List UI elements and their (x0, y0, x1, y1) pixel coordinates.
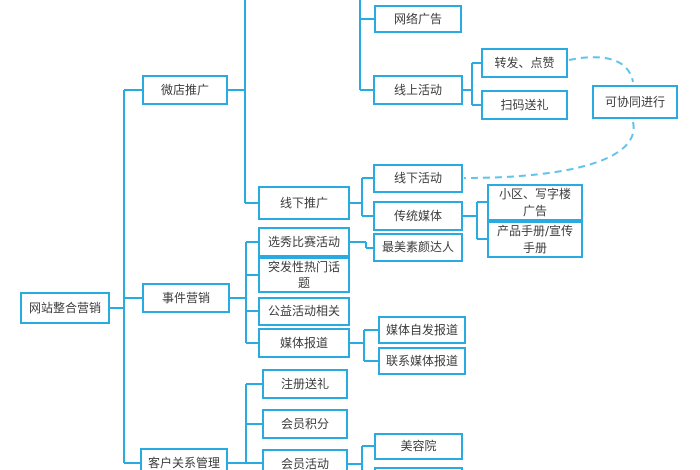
node-zhuce-songli[interactable]: 注册送礼 (262, 369, 348, 399)
node-zuimei-suyan[interactable]: 最美素颜达人 (373, 233, 463, 262)
connector-meiti-trunk (350, 329, 378, 362)
connector-kehu-trunk (228, 383, 262, 464)
node-cutoff-bottom[interactable] (374, 467, 463, 470)
connector-chuantong-trunk (463, 201, 487, 240)
connector-huiyuan-trunk (348, 445, 374, 470)
node-root[interactable]: 网站整合营销 (20, 292, 110, 324)
connector-xianxia-trunk (350, 177, 373, 217)
node-weidian-tuiguang[interactable]: 微店推广 (142, 75, 228, 105)
connector-xuanxiu-child (350, 241, 373, 249)
node-gongyi-huodong[interactable]: 公益活动相关 (258, 297, 350, 326)
node-huiyuan-jifen[interactable]: 会员积分 (262, 409, 348, 439)
node-meiti-baodao[interactable]: 媒体报道 (258, 328, 350, 358)
node-chanpin-shouce[interactable]: 产品手册/宣传手册 (487, 221, 583, 258)
node-xianxia-huodong[interactable]: 线下活动 (373, 164, 463, 193)
node-zhuanfa-dianzan[interactable]: 转发、点赞 (481, 48, 568, 78)
node-wangluo-guanggao[interactable]: 网络广告 (374, 5, 462, 33)
connector-online-trunk (359, 0, 374, 91)
node-meirongyuan[interactable]: 美容院 (374, 433, 463, 460)
connector-xianshang-trunk (463, 62, 481, 106)
connector-shijian-trunk (230, 241, 258, 344)
node-kexietong-jinxing[interactable]: 可协同进行 (592, 85, 678, 119)
node-lianxi-meiti-baodao[interactable]: 联系媒体报道 (378, 347, 466, 375)
connector-weidian-trunk (228, 0, 258, 204)
node-tufa-huati[interactable]: 突发性热门话题 (258, 257, 350, 293)
node-meiti-zifa-baodao[interactable]: 媒体自发报道 (378, 316, 466, 344)
node-shijian-yingxiao[interactable]: 事件营销 (142, 283, 230, 313)
node-xiaoqu-guanggao[interactable]: 小区、写字楼广告 (487, 184, 583, 221)
node-saoma-songli[interactable]: 扫码送礼 (481, 90, 568, 120)
node-huiyuan-huodong[interactable]: 会员活动 (262, 449, 348, 470)
dashed-link-zhuanfa-kexietong (568, 56, 634, 83)
node-chuantong-meiti[interactable]: 传统媒体 (373, 201, 463, 231)
connector-root-trunk (110, 89, 142, 464)
node-xianxia-tuiguang[interactable]: 线下推广 (258, 186, 350, 220)
dashed-link-kexietong-xianxiahd (463, 121, 635, 179)
node-xianshang-huodong[interactable]: 线上活动 (373, 75, 463, 105)
node-xuanxiu-bisai[interactable]: 选秀比赛活动 (258, 227, 350, 257)
node-kehu-guanxi[interactable]: 客户关系管理 (140, 448, 228, 470)
